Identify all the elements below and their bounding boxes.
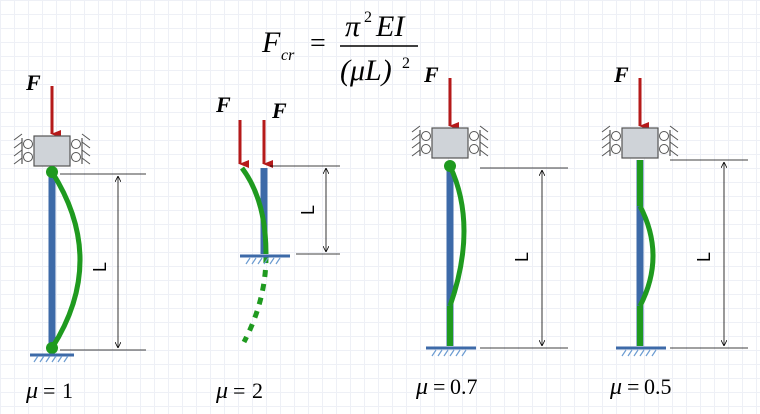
column-pinned-pinned: F L μ = 1 xyxy=(13,70,146,404)
mu-label: μ = 1 xyxy=(25,378,73,404)
bottom-pin xyxy=(46,342,58,354)
buckled-shape xyxy=(447,164,467,307)
roller-guide-support xyxy=(411,125,489,159)
fixed-ground xyxy=(240,254,290,265)
length-label: L xyxy=(694,252,714,262)
critical-load-formula: F cr = π 2 EI (μL) 2 xyxy=(261,9,418,87)
fixed-ground xyxy=(616,346,666,357)
svg-text:0.7: 0.7 xyxy=(450,374,478,399)
force-label: F xyxy=(613,62,629,87)
top-pin xyxy=(46,166,58,178)
fixed-ground xyxy=(426,346,476,357)
formula-ei: EI xyxy=(375,10,406,43)
column-pinned-fixed: F L μ = 0.7 xyxy=(411,62,568,400)
formula-equals: = xyxy=(310,28,326,59)
force-label: F xyxy=(25,70,41,95)
svg-text:μ: μ xyxy=(415,374,428,400)
mu-label: μ = 2 xyxy=(215,378,263,404)
column-fixed-free: F F L μ = 2 xyxy=(215,92,340,404)
column-fixed-fixed: F L μ = 0.5 xyxy=(601,62,748,400)
svg-text:μ: μ xyxy=(215,378,228,404)
formula-denominator: (μL) xyxy=(340,54,392,87)
fixed-ground xyxy=(30,353,74,363)
svg-text:2: 2 xyxy=(252,378,263,403)
svg-text:1: 1 xyxy=(62,378,73,403)
formula-lhs-subscript: cr xyxy=(281,47,295,64)
roller-guide-support xyxy=(601,125,679,159)
buckled-shape xyxy=(637,204,656,308)
length-label: L xyxy=(90,262,110,272)
mu-label: μ = 0.7 xyxy=(415,374,478,400)
formula-lhs: F xyxy=(261,26,281,59)
svg-text:=: = xyxy=(433,374,445,399)
svg-text:=: = xyxy=(627,374,639,399)
force-label: F xyxy=(271,98,287,123)
formula-denominator-exponent: 2 xyxy=(402,55,410,72)
buckled-shape xyxy=(49,170,83,350)
svg-text:μ: μ xyxy=(609,374,622,400)
mirrored-shape-dashed xyxy=(241,255,269,344)
formula-pi: π xyxy=(345,10,361,43)
roller-guide-support xyxy=(13,133,91,167)
svg-text:=: = xyxy=(233,378,245,403)
svg-text:0.5: 0.5 xyxy=(644,374,672,399)
force-label: F xyxy=(215,92,231,117)
length-label: L xyxy=(298,205,318,215)
top-pin xyxy=(444,160,456,172)
svg-text:μ: μ xyxy=(25,378,38,404)
svg-text:=: = xyxy=(43,378,55,403)
length-label: L xyxy=(512,252,532,262)
buckled-shape xyxy=(239,166,269,255)
formula-pi-exponent: 2 xyxy=(364,9,372,26)
force-label: F xyxy=(423,62,439,87)
mu-label: μ = 0.5 xyxy=(609,374,672,400)
